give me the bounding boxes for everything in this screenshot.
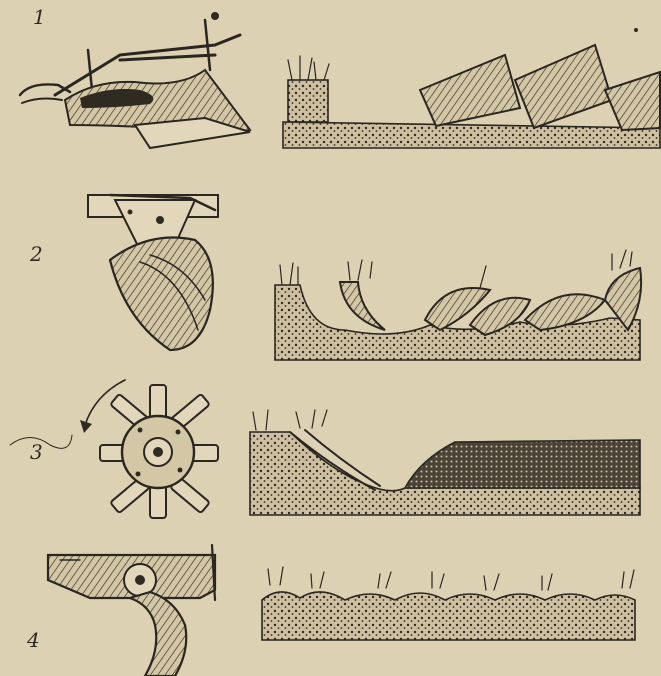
inverted-slabs-soil bbox=[283, 28, 660, 148]
rotary-tiller-drawing bbox=[10, 380, 218, 518]
disc-plow-drawing bbox=[88, 195, 218, 350]
pulverized-bed-soil bbox=[250, 410, 640, 515]
crescent-furrows-soil bbox=[275, 250, 641, 360]
loosened-clods-soil bbox=[262, 567, 635, 640]
moldboard-plow-drawing bbox=[20, 12, 250, 148]
chisel-tine-drawing bbox=[48, 545, 215, 676]
